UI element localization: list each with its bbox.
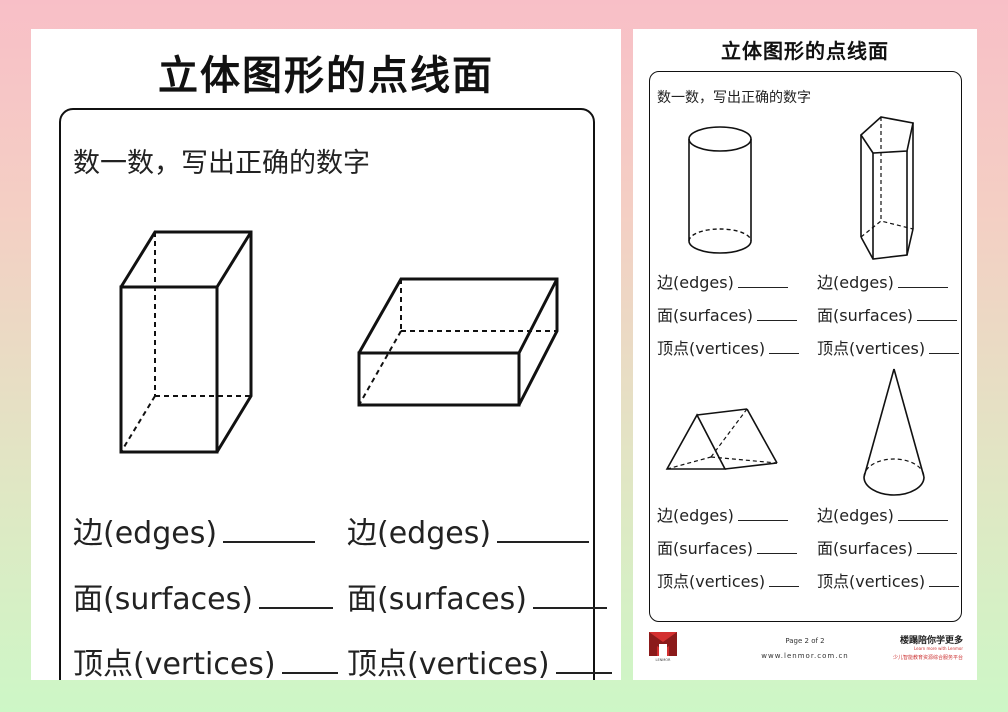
website-link[interactable]: www.lenmor.com.cn <box>761 652 849 660</box>
vertices-question: 顶点(vertices) <box>347 639 612 680</box>
surfaces-question: 面(surfaces) <box>817 302 957 326</box>
surfaces-question: 面(surfaces) <box>817 535 957 559</box>
answer-blank[interactable] <box>769 352 800 354</box>
answer-blank[interactable] <box>929 352 960 354</box>
edges-question: 边(edges) <box>817 269 948 293</box>
answer-blank[interactable] <box>756 319 797 321</box>
vertices-question: 顶点(vertices) <box>73 639 338 680</box>
vertices-question: 顶点(vertices) <box>657 568 800 592</box>
surfaces-question: 面(surfaces) <box>657 535 797 559</box>
vertices-question: 顶点(vertices) <box>817 568 960 592</box>
pentagonal-prism-figure <box>859 116 914 260</box>
answer-blank[interactable] <box>737 286 788 288</box>
exercise-box <box>59 108 595 680</box>
answer-blank[interactable] <box>497 539 590 543</box>
slogan: 楼蹋陪你学更多 <box>899 636 963 646</box>
answer-blank[interactable] <box>258 605 333 609</box>
answer-blank[interactable] <box>756 552 797 554</box>
page-title: 立体图形的点线面 <box>721 39 889 63</box>
cone-figure <box>863 368 925 496</box>
answer-blank[interactable] <box>916 319 957 321</box>
answer-blank[interactable] <box>897 519 948 521</box>
answer-blank[interactable] <box>555 670 612 674</box>
edges-question: 边(edges) <box>73 508 316 552</box>
vertices-question: 顶点(vertices) <box>817 335 960 359</box>
page-title: 立体图形的点线面 <box>158 53 494 99</box>
cylinder-figure <box>688 126 752 254</box>
lenmor-logo-icon: LENMOR <box>649 632 677 662</box>
answer-blank[interactable] <box>897 286 948 288</box>
instruction-text: 数一数，写出正确的数字 <box>657 90 811 106</box>
answer-blank[interactable] <box>281 670 338 674</box>
worksheet-page-2: 立体图形的点线面 数一数，写出正确的数字 <box>633 29 977 680</box>
answer-blank[interactable] <box>532 605 607 609</box>
answer-blank[interactable] <box>769 585 800 587</box>
svg-text:LENMOR: LENMOR <box>656 658 672 662</box>
instruction-text: 数一数，写出正确的数字 <box>73 148 370 179</box>
surfaces-question: 面(surfaces) <box>347 574 607 618</box>
page-footer: LENMOR Page 2 of 2 www.lenmor.com.cn 楼蹋陪… <box>633 629 977 677</box>
page-number: Page 2 of 2 <box>785 637 825 645</box>
edges-question: 边(edges) <box>657 502 788 526</box>
cuboid-flat-figure <box>357 277 559 407</box>
cuboid-tall-figure <box>119 230 253 454</box>
answer-blank[interactable] <box>737 519 788 521</box>
slogan-subtitle: 少儿智能教育资源综合服务平台 <box>892 655 963 661</box>
surfaces-question: 面(surfaces) <box>657 302 797 326</box>
worksheet-page-1: 立体图形的点线面 数一数，写出正确的数字 边(edges) 面(surfaces… <box>31 29 621 680</box>
triangular-prism-figure <box>665 408 778 470</box>
edges-question: 边(edges) <box>347 508 590 552</box>
answer-blank[interactable] <box>223 539 316 543</box>
exercise-box <box>649 71 962 622</box>
edges-question: 边(edges) <box>817 502 948 526</box>
surfaces-question: 面(surfaces) <box>73 574 333 618</box>
edges-question: 边(edges) <box>657 269 788 293</box>
answer-blank[interactable] <box>916 552 957 554</box>
answer-blank[interactable] <box>929 585 960 587</box>
vertices-question: 顶点(vertices) <box>657 335 800 359</box>
slogan-english: Learn more with Lenmor <box>914 646 963 651</box>
